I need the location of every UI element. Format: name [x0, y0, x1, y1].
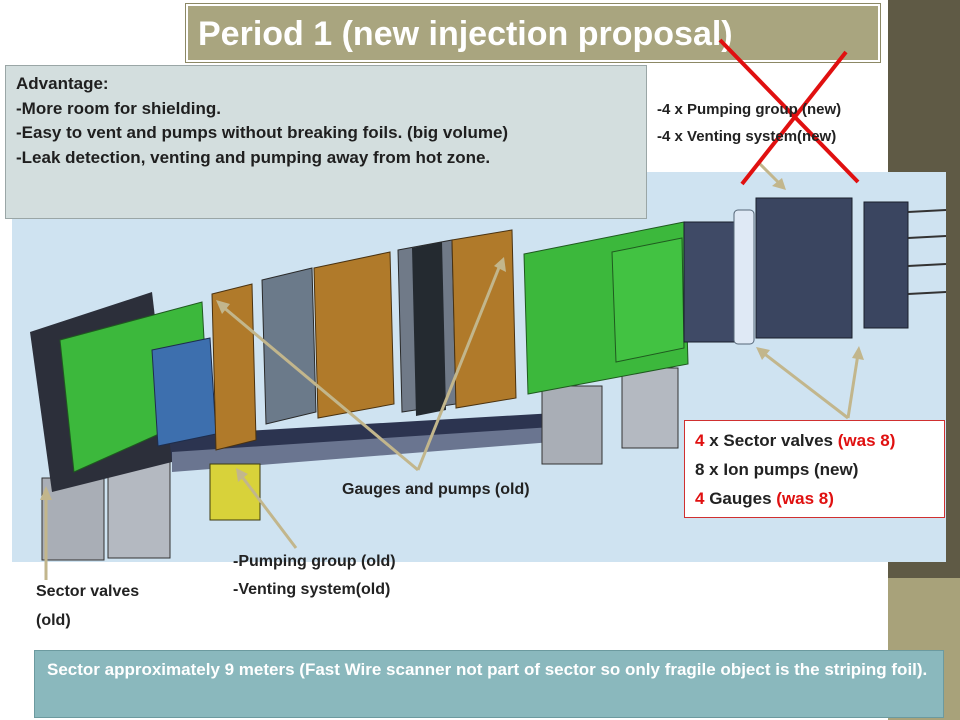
- gauges-pumps-label: Gauges and pumps (old): [342, 481, 530, 498]
- ion-pump-block-2: [755, 197, 853, 339]
- arrowhead-5: [756, 347, 770, 360]
- advantage-line: -Easy to vent and pumps without breaking…: [16, 123, 509, 142]
- quad-2: [313, 251, 395, 419]
- ion-pump-block-3: [863, 201, 909, 329]
- sector-valves-count: 4: [695, 431, 705, 450]
- title-bar: Period 1 (new injection proposal): [186, 4, 880, 62]
- cross-stroke-2: [740, 50, 848, 186]
- sector-valves-line: 4 x Sector valves (was 8): [695, 426, 934, 455]
- beam-pipe-4: [907, 291, 946, 295]
- ion-pumps-line: 8 x Ion pumps (new): [695, 460, 859, 479]
- stand-left-2: [107, 461, 171, 559]
- ion-pump-block-1: [683, 221, 741, 343]
- new-item: -4 x Pumping group (new): [657, 101, 842, 118]
- advantage-line: -Leak detection, venting and pumping awa…: [16, 147, 491, 167]
- gauges-line: 4 Gauges (was 8): [695, 484, 934, 513]
- sector-valves-text: x Sector valves: [704, 431, 838, 450]
- advantage-line: -More room for shielding.: [16, 98, 221, 118]
- arrow-heads: [40, 178, 864, 500]
- sector-valves-note: (was 8): [837, 431, 896, 450]
- dark-element: [412, 242, 446, 416]
- red-cross: [718, 38, 860, 186]
- support-rail: [172, 427, 552, 472]
- arrowhead-2: [494, 257, 506, 272]
- stand-mid-1: [541, 385, 603, 465]
- arrow-sector-new-1: [761, 350, 849, 420]
- stand-mid-2: [621, 367, 679, 449]
- arrow-pumping-old: [238, 473, 298, 549]
- stand-left-1: [41, 477, 105, 561]
- arrowhead-3: [236, 468, 248, 482]
- new-item: -4 x Venting system(new): [657, 128, 837, 145]
- footer-text: Sector approximately 9 meters (Fast Wire…: [47, 660, 928, 679]
- arrowhead-6: [852, 346, 864, 360]
- advantage-heading: Advantage:: [16, 74, 109, 93]
- gauges-note: (was 8): [776, 489, 834, 508]
- arrowhead-7: [772, 178, 786, 190]
- beamline-drawing: [30, 197, 946, 561]
- gauges-count: 4: [695, 489, 705, 508]
- advantage-box: Advantage: -More room for shielding. -Ea…: [5, 65, 647, 219]
- beam-pipe-3: [907, 263, 946, 267]
- slide-title: Period 1 (new injection proposal): [198, 15, 733, 53]
- magnet-right-green-front: [611, 237, 685, 363]
- pump-base-yellow: [209, 463, 261, 521]
- pumping-group-old-label: -Pumping group (old): [233, 553, 396, 570]
- arrow-pumping-new: [756, 160, 782, 186]
- arrow-gauges-2: [416, 264, 502, 471]
- gauges-text: Gauges: [704, 489, 777, 508]
- annotation-arrows: [44, 160, 860, 580]
- beam-pipe-1: [907, 209, 946, 213]
- new-items-list: -4 x Pumping group (new) -4 x Venting sy…: [657, 96, 841, 150]
- sector-valve-new: [733, 209, 755, 345]
- sector-valves-old-label: Sector valves: [36, 583, 140, 600]
- arrowhead-1: [216, 300, 230, 314]
- quad-1-coils: [261, 267, 317, 425]
- arrow-gauges-1: [221, 304, 419, 472]
- sector-valves-old-sub: (old): [36, 612, 71, 629]
- footer-bar: Sector approximately 9 meters (Fast Wire…: [34, 650, 944, 718]
- venting-old-label: -Venting system(old): [233, 581, 391, 598]
- arrow-sector-new-2: [846, 353, 860, 419]
- sector-summary-box: 4 x Sector valves (was 8) 8 x Ion pumps …: [684, 420, 945, 518]
- arrowhead-4: [40, 486, 52, 500]
- beam-pipe-2: [907, 235, 946, 239]
- cross-stroke-1: [718, 38, 860, 184]
- quad-3: [451, 229, 517, 409]
